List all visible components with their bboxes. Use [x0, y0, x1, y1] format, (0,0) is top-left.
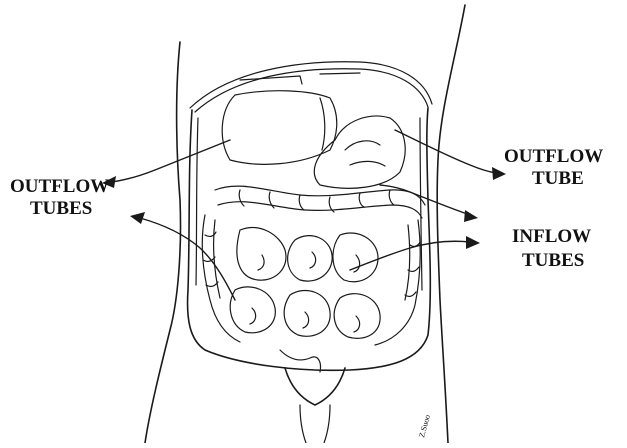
bowel-loops — [202, 215, 420, 345]
arrow-outflow-left-bottom — [130, 212, 145, 224]
label-outflow-tubes-line2: TUBES — [30, 198, 92, 219]
arrow-outflow-right — [492, 167, 506, 180]
transverse-colon — [215, 186, 425, 218]
arrow-inflow-top — [464, 210, 478, 222]
diaphragm-bands — [190, 62, 432, 112]
label-inflow-tubes-line1: INFLOW — [512, 226, 591, 247]
label-inflow-tubes-line2: TUBES — [522, 250, 584, 271]
pelvic-region — [280, 350, 345, 443]
arrow-inflow-bottom — [466, 236, 480, 249]
label-outflow-tubes-line1: OUTFLOW — [10, 176, 109, 197]
label-outflow-tube-line2: TUBE — [532, 168, 584, 189]
liver — [222, 91, 337, 165]
stomach — [314, 116, 405, 188]
label-outflow-tube-line1: OUTFLOW — [504, 146, 603, 167]
artist-signature: Z.Suoo — [417, 414, 432, 439]
outflow-tube-right — [395, 130, 506, 180]
inflow-tubes — [350, 185, 480, 270]
